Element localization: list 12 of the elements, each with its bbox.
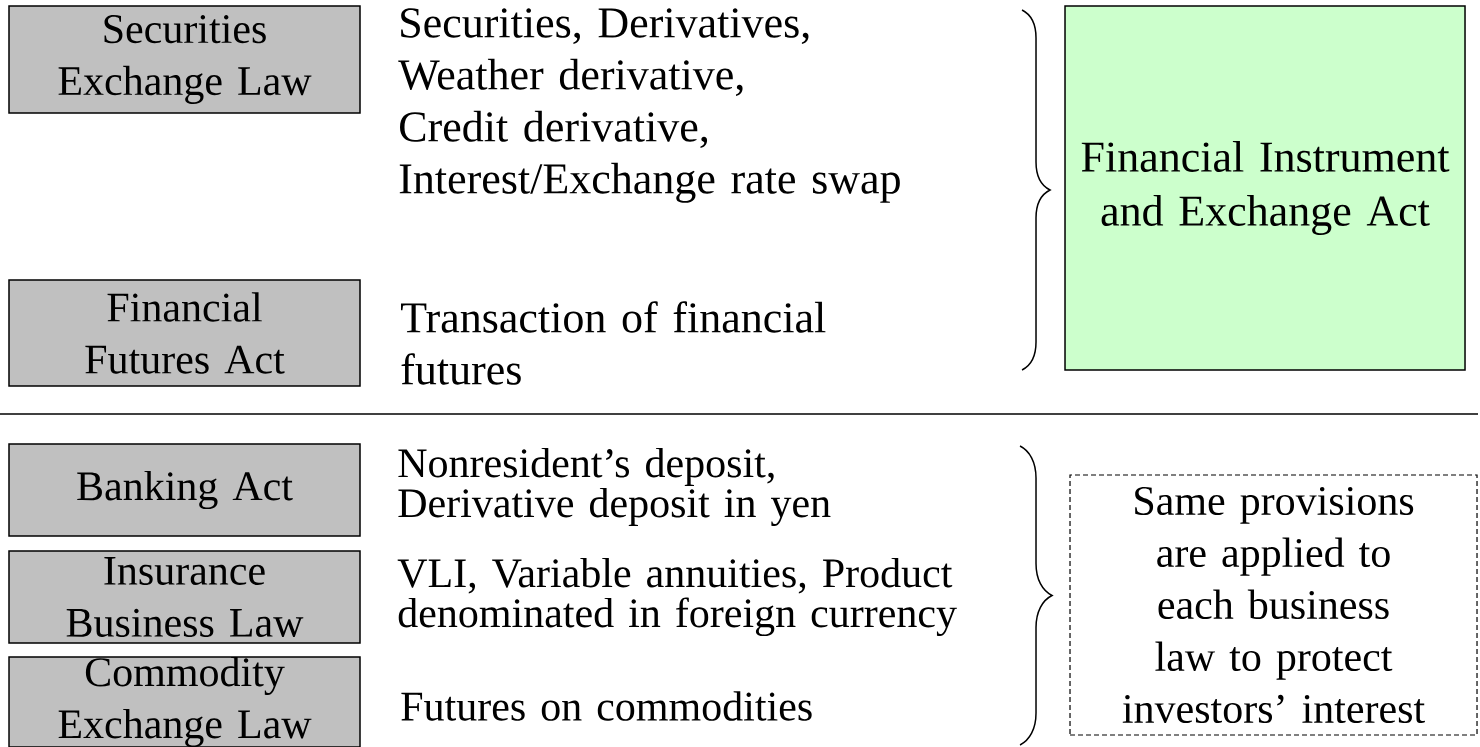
note-box: Same provisions are applied to each business law to protect investors’ interest	[1069, 474, 1478, 736]
law-box: Financial Futures Act	[8, 279, 361, 387]
description-text: Nonresident’s deposit, Derivative deposit in yen	[398, 447, 831, 527]
description-text: VLI, Variable annuities, Product denominated in foreign currency	[397, 557, 957, 637]
law-box: Commodity Exchange Law	[8, 656, 361, 747]
law-box: Securities Exchange Law	[8, 5, 361, 114]
act-box: Financial Instrument and Exchange Act	[1064, 5, 1466, 371]
law-box: Banking Act	[8, 443, 361, 537]
description-text: Transaction of financial futures	[401, 301, 826, 385]
description-text: Securities, Derivatives, Weather derivative, Credit derivative, Interest/Exchange rate swap	[398, 8, 900, 203]
description-text: Futures on commodities	[401, 691, 812, 721]
law-box: Insurance Business Law	[8, 550, 361, 644]
